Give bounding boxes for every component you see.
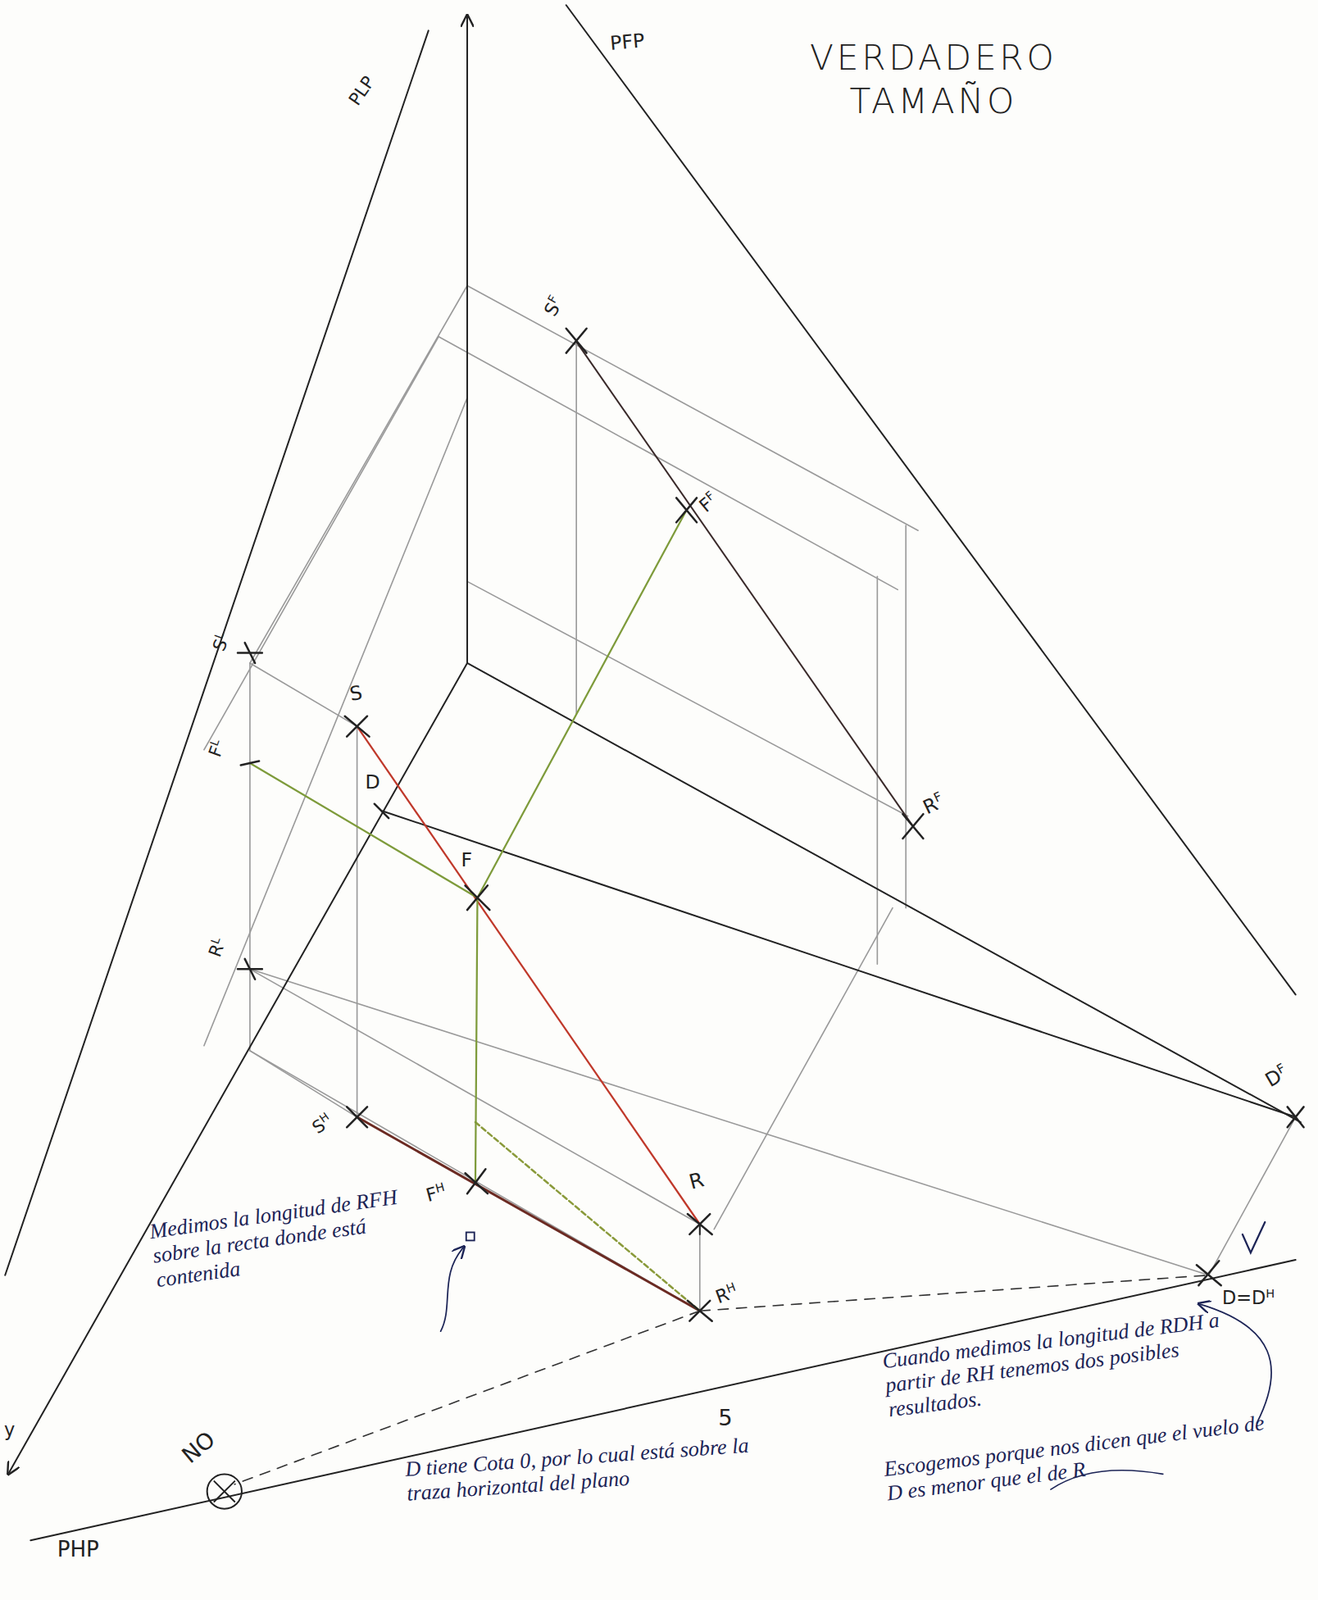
handwritten-note: Medimos la longitud de RFH sobre la rect… <box>147 1181 431 1293</box>
handwritten-note: Escogemos porque nos dicen que el vuelo … <box>882 1408 1279 1506</box>
point-label: FL <box>204 737 229 760</box>
point-label: 5 <box>718 1405 732 1431</box>
point-label: y <box>4 1419 15 1441</box>
point-label: RH <box>712 1280 741 1308</box>
point-label: S <box>348 681 364 705</box>
point-label: DF <box>1261 1061 1291 1091</box>
point-label: PFP <box>609 29 646 55</box>
point-label: F <box>461 848 473 870</box>
point-label: RL <box>204 936 230 960</box>
point-label: SL <box>209 630 233 654</box>
point-label: SH <box>309 1110 337 1138</box>
point-label: R <box>686 1168 707 1194</box>
label-superscript: H <box>1265 1286 1275 1300</box>
label-base: D=D <box>1222 1286 1266 1309</box>
point-label: D=DH <box>1222 1287 1275 1309</box>
point-label: SF <box>540 293 568 320</box>
point-label: FH <box>423 1180 449 1205</box>
point-label: PHP <box>57 1538 100 1563</box>
title: VERDADERO TAMAÑO <box>780 36 1087 123</box>
point-label: D <box>365 771 381 793</box>
handwritten-note: D tiene Cota 0, por lo cual está sobre l… <box>404 1429 800 1506</box>
point-label: FF <box>695 489 722 517</box>
handwritten-note: Cuando medimos la longitud de RDH a part… <box>881 1300 1281 1423</box>
point-label: PLP <box>345 72 378 110</box>
point-label: NO <box>177 1427 221 1468</box>
